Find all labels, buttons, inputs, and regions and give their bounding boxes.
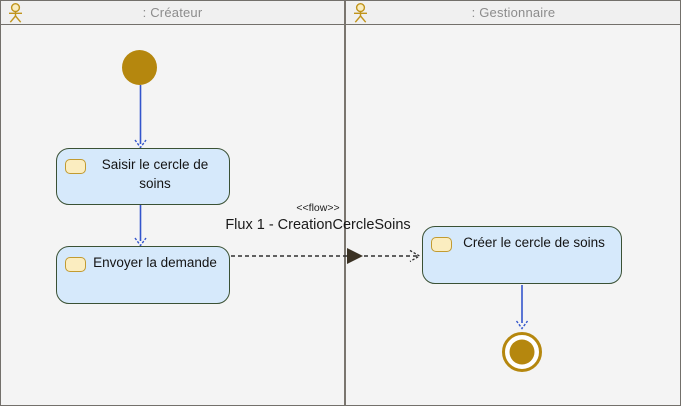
edge-flow-envoyer-to-creer[interactable] [231, 248, 421, 264]
actor-icon [354, 3, 367, 23]
action-icon [65, 159, 86, 174]
activity-label: Envoyer la demande [93, 255, 217, 270]
activity-creer-le-cercle-de-soins[interactable]: Créer le cercle de soins [422, 226, 622, 284]
actor-icon [9, 3, 22, 23]
swimlane-divider [344, 1, 346, 405]
final-node-core [509, 339, 535, 365]
swimlane-header-createur[interactable]: : Créateur [1, 1, 344, 25]
activity-final-node[interactable] [502, 332, 542, 372]
activity-saisir-le-cercle-de-soins[interactable]: Saisir le cercle de soins [56, 148, 230, 205]
activity-label: Saisir le cercle de soins [101, 157, 209, 191]
flow-stereotype-label[interactable]: <<flow>> [296, 202, 340, 214]
activity-envoyer-la-demande[interactable]: Envoyer la demande [56, 246, 230, 304]
activity-label: Créer le cercle de soins [463, 235, 605, 250]
lane-title-gestionnaire: : Gestionnaire [471, 5, 556, 20]
lane-crossing-arrowhead [347, 248, 363, 264]
flow-name-label[interactable]: Flux 1 - CreationCercleSoins [225, 217, 411, 233]
initial-node[interactable] [122, 50, 157, 85]
edge-saisir-to-envoyer[interactable] [134, 205, 147, 247]
action-icon [65, 257, 86, 272]
edge-creer-to-final[interactable] [515, 285, 529, 330]
lane-title-createur: : Créateur [142, 5, 203, 20]
edge-start-to-saisir[interactable] [134, 85, 147, 149]
action-icon [431, 237, 452, 252]
swimlane-header-gestionnaire[interactable]: : Gestionnaire [346, 1, 680, 25]
